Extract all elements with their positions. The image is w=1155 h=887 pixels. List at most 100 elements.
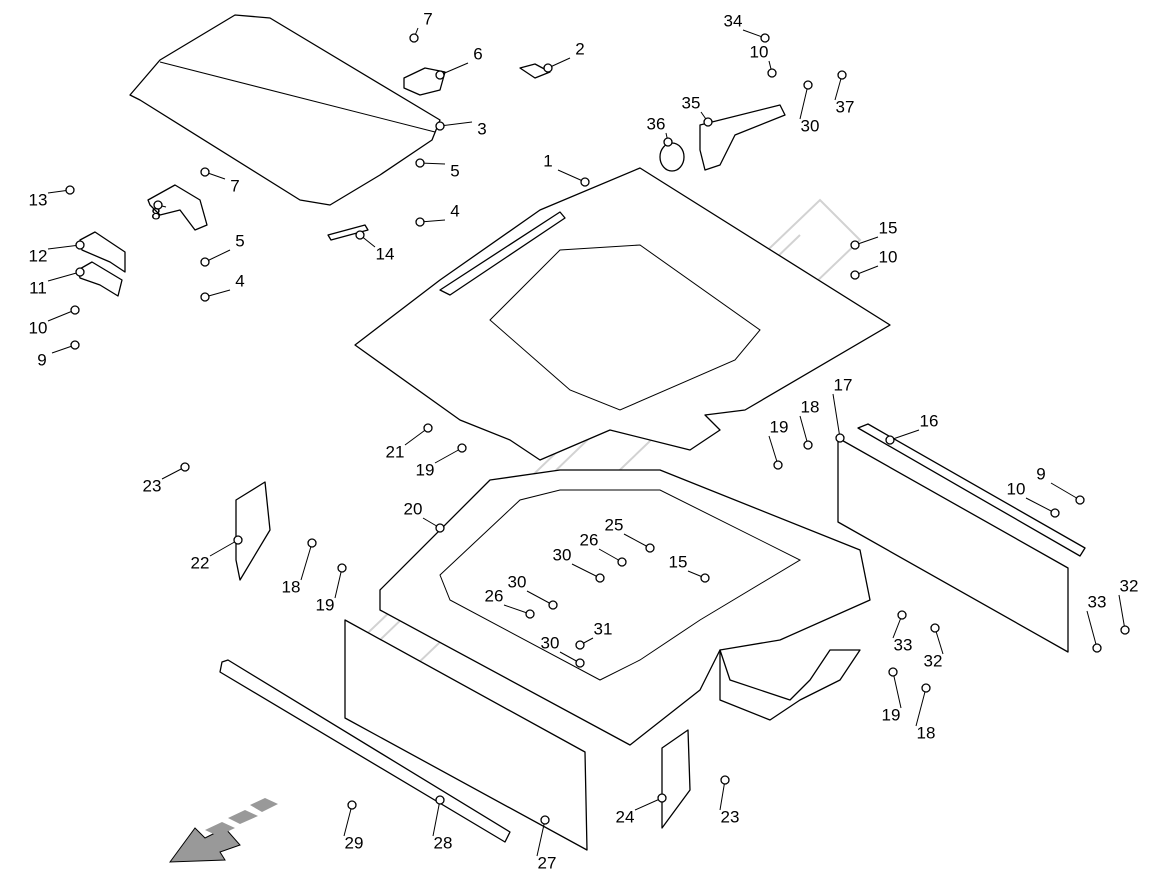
callout-14: 14	[376, 244, 395, 263]
callout-4: 4	[450, 201, 459, 220]
leader-line	[1050, 482, 1081, 501]
callout-8: 8	[151, 204, 160, 223]
fastener	[457, 443, 467, 453]
callout-34: 34	[724, 11, 743, 30]
fastener	[415, 158, 425, 168]
leader-line	[343, 804, 353, 837]
fastener	[75, 240, 85, 250]
callout-10: 10	[1007, 479, 1026, 498]
part-36-knob	[659, 142, 685, 172]
leader-line	[1118, 594, 1126, 631]
callout-18: 18	[917, 723, 936, 742]
part-22-guard	[235, 481, 271, 581]
fastener	[153, 200, 163, 210]
callout-28: 28	[434, 833, 453, 852]
part-11	[77, 261, 123, 297]
fastener	[767, 68, 777, 78]
callout-18: 18	[801, 397, 820, 416]
callout-17: 17	[834, 375, 853, 394]
fastener	[921, 683, 931, 693]
fastener	[548, 600, 558, 610]
leader-line	[832, 393, 841, 439]
part-27-front-plate	[344, 619, 588, 851]
callout-19: 19	[416, 460, 435, 479]
fastener	[885, 435, 895, 445]
callout-5: 5	[235, 231, 244, 250]
callout-29: 29	[345, 833, 364, 852]
callout-33: 33	[1088, 592, 1107, 611]
callout-10: 10	[750, 42, 769, 61]
fastener	[580, 177, 590, 187]
leader-line	[439, 121, 473, 127]
fastener	[720, 775, 730, 785]
fastener	[543, 63, 553, 73]
fastener	[803, 440, 813, 450]
fastener	[435, 523, 445, 533]
leader-line	[768, 435, 779, 466]
fastener	[347, 800, 357, 810]
fastener	[1120, 625, 1130, 635]
leader-line	[623, 533, 651, 549]
part-20-frame	[379, 469, 871, 746]
callout-30: 30	[553, 545, 572, 564]
front-direction-arrow-icon	[168, 798, 278, 863]
fastener	[415, 217, 425, 227]
leader-line	[432, 799, 441, 837]
fastener	[1075, 495, 1085, 505]
leader-line	[334, 567, 343, 599]
part-16-strip	[857, 423, 1086, 557]
part-8-bracket	[147, 184, 208, 231]
part-24-guard	[661, 729, 691, 829]
callout-9: 9	[1036, 464, 1045, 483]
callout-21: 21	[386, 442, 405, 461]
callout-10: 10	[29, 318, 48, 337]
callout-13: 13	[29, 190, 48, 209]
callout-9: 9	[37, 350, 46, 369]
callout-30: 30	[801, 116, 820, 135]
part-14	[327, 224, 369, 241]
fastener	[595, 573, 605, 583]
fastener	[307, 538, 317, 548]
fastener	[65, 185, 75, 195]
fastener	[525, 609, 535, 619]
callout-32: 32	[1120, 576, 1139, 595]
callout-4: 4	[235, 271, 244, 290]
fastener	[700, 573, 710, 583]
fastener	[70, 340, 80, 350]
callout-15: 15	[669, 552, 688, 571]
callout-33: 33	[894, 635, 913, 654]
callout-1: 1	[543, 151, 552, 170]
leader-line	[892, 671, 902, 709]
callout-37: 37	[836, 97, 855, 116]
callout-19: 19	[316, 595, 335, 614]
callout-23: 23	[143, 476, 162, 495]
leader-line	[634, 797, 663, 811]
callout-32: 32	[924, 651, 943, 670]
callout-19: 19	[770, 417, 789, 436]
fastener	[75, 267, 85, 277]
part-6-hinge	[403, 67, 446, 96]
fastener	[657, 793, 667, 803]
fastener	[337, 563, 347, 573]
part-1-floor-panel	[354, 167, 891, 461]
leader-line	[434, 447, 463, 464]
callout-12: 12	[29, 246, 48, 265]
fastener	[897, 610, 907, 620]
leader-line	[300, 542, 313, 581]
fastener	[355, 230, 365, 240]
callout-16: 16	[920, 411, 939, 430]
callout-7: 7	[423, 9, 432, 28]
callout-23: 23	[721, 807, 740, 826]
fastener	[233, 535, 243, 545]
leader-line	[799, 415, 809, 446]
callout-36: 36	[647, 114, 666, 133]
fastener	[773, 460, 783, 470]
leader-line	[719, 779, 726, 811]
leader-line	[1086, 610, 1098, 649]
fastener	[540, 815, 550, 825]
callout-18: 18	[282, 577, 301, 596]
fastener	[200, 292, 210, 302]
callout-24: 24	[616, 807, 635, 826]
part-17-side-plate	[837, 437, 1069, 653]
part-3-seat-plate	[129, 14, 441, 206]
